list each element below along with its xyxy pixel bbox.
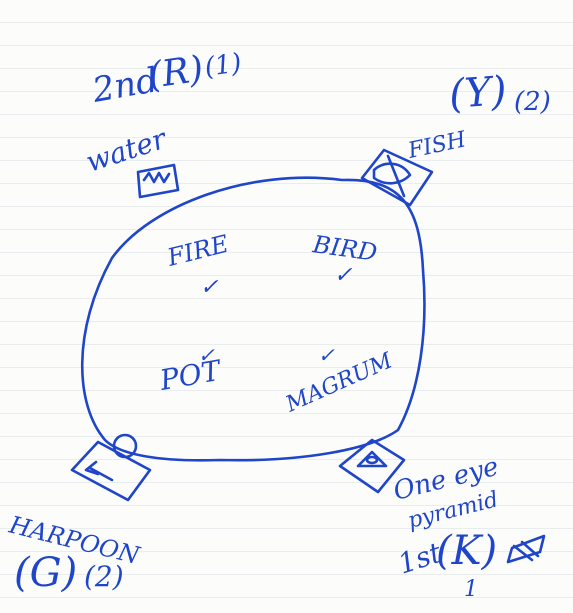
letter-y-label: (Y) bbox=[447, 68, 508, 118]
pot-check-icon: ✓ bbox=[198, 343, 215, 367]
fish-icon bbox=[360, 148, 434, 207]
harpoon-icon bbox=[70, 433, 152, 502]
count-2-label: (2) bbox=[514, 87, 551, 117]
bird-check-icon: ✓ bbox=[334, 263, 353, 288]
letter-k-label: (K) bbox=[436, 528, 497, 574]
pot-label: POT bbox=[157, 353, 226, 397]
bird-label: BIRD bbox=[310, 230, 379, 267]
fire-label: FIRE bbox=[164, 230, 232, 272]
water-label: water bbox=[82, 121, 172, 178]
one-eye-pyramid-icon bbox=[338, 438, 406, 494]
fish-label: FISH bbox=[405, 127, 469, 164]
count-2-bottom-label: (2) bbox=[84, 560, 124, 593]
fire-check-icon: ✓ bbox=[200, 275, 219, 300]
count-1-label: (1) bbox=[203, 48, 244, 83]
letter-r-label: (R) bbox=[146, 49, 206, 97]
letter-g-label: (G) bbox=[14, 550, 77, 596]
count-1-bottom-label: 1 bbox=[464, 577, 478, 602]
central-blob bbox=[80, 176, 426, 462]
magrum-label: MAGRUM bbox=[281, 348, 396, 418]
magrum-check-icon: ✓ bbox=[318, 343, 335, 367]
eraser-sketch-icon bbox=[506, 534, 546, 564]
water-icon bbox=[136, 163, 180, 199]
